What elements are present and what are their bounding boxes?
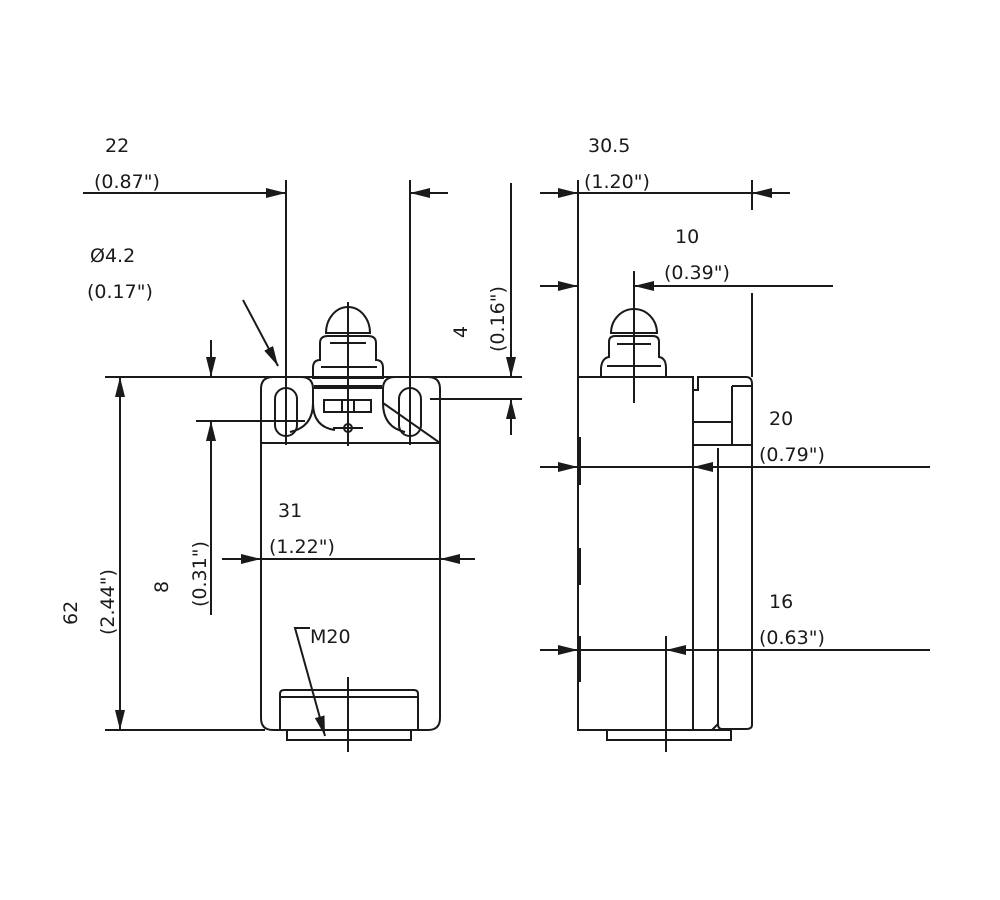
dim-16-inch: (0.63") [759,627,825,649]
dim-hole-diameter-mm: Ø4.2 [90,245,135,267]
thread-label: M20 [310,626,351,648]
dim-30-5-mm: 30.5 [588,135,630,157]
dim-31-mm: 31 [278,500,302,522]
side-body-outline [577,376,753,731]
dim-62-mm: 62 [60,601,82,625]
dim-4-mm: 4 [450,326,472,338]
dim-hole-diameter-inch: (0.17") [87,281,153,303]
dim-8-inch: (0.31") [189,541,211,607]
dim-22-inch: (0.87") [94,171,160,193]
side-view: 30.5 (1.20") 10 (0.39") 20 (0.79") 16 (0… [540,135,930,752]
dim-10-inch: (0.39") [664,262,730,284]
dim-4-inch: (0.16") [487,286,509,352]
dim-10-mm: 10 [675,226,699,248]
dim-62-inch: (2.44") [97,569,119,635]
plunger [312,306,384,379]
dim-20-inch: (0.79") [759,444,825,466]
dim-8-mm: 8 [151,581,173,593]
dim-16-mm: 16 [769,591,793,613]
dim-22-mm: 22 [105,135,129,157]
dim-30-5-inch: (1.20") [584,171,650,193]
dim-20-mm: 20 [769,408,793,430]
dim-31-inch: (1.22") [269,536,335,558]
side-gland-plate [606,729,732,741]
side-plunger [600,308,667,378]
front-view: 22 (0.87") Ø4.2 (0.17") 4 (0.16") 31 (1.… [60,135,522,752]
